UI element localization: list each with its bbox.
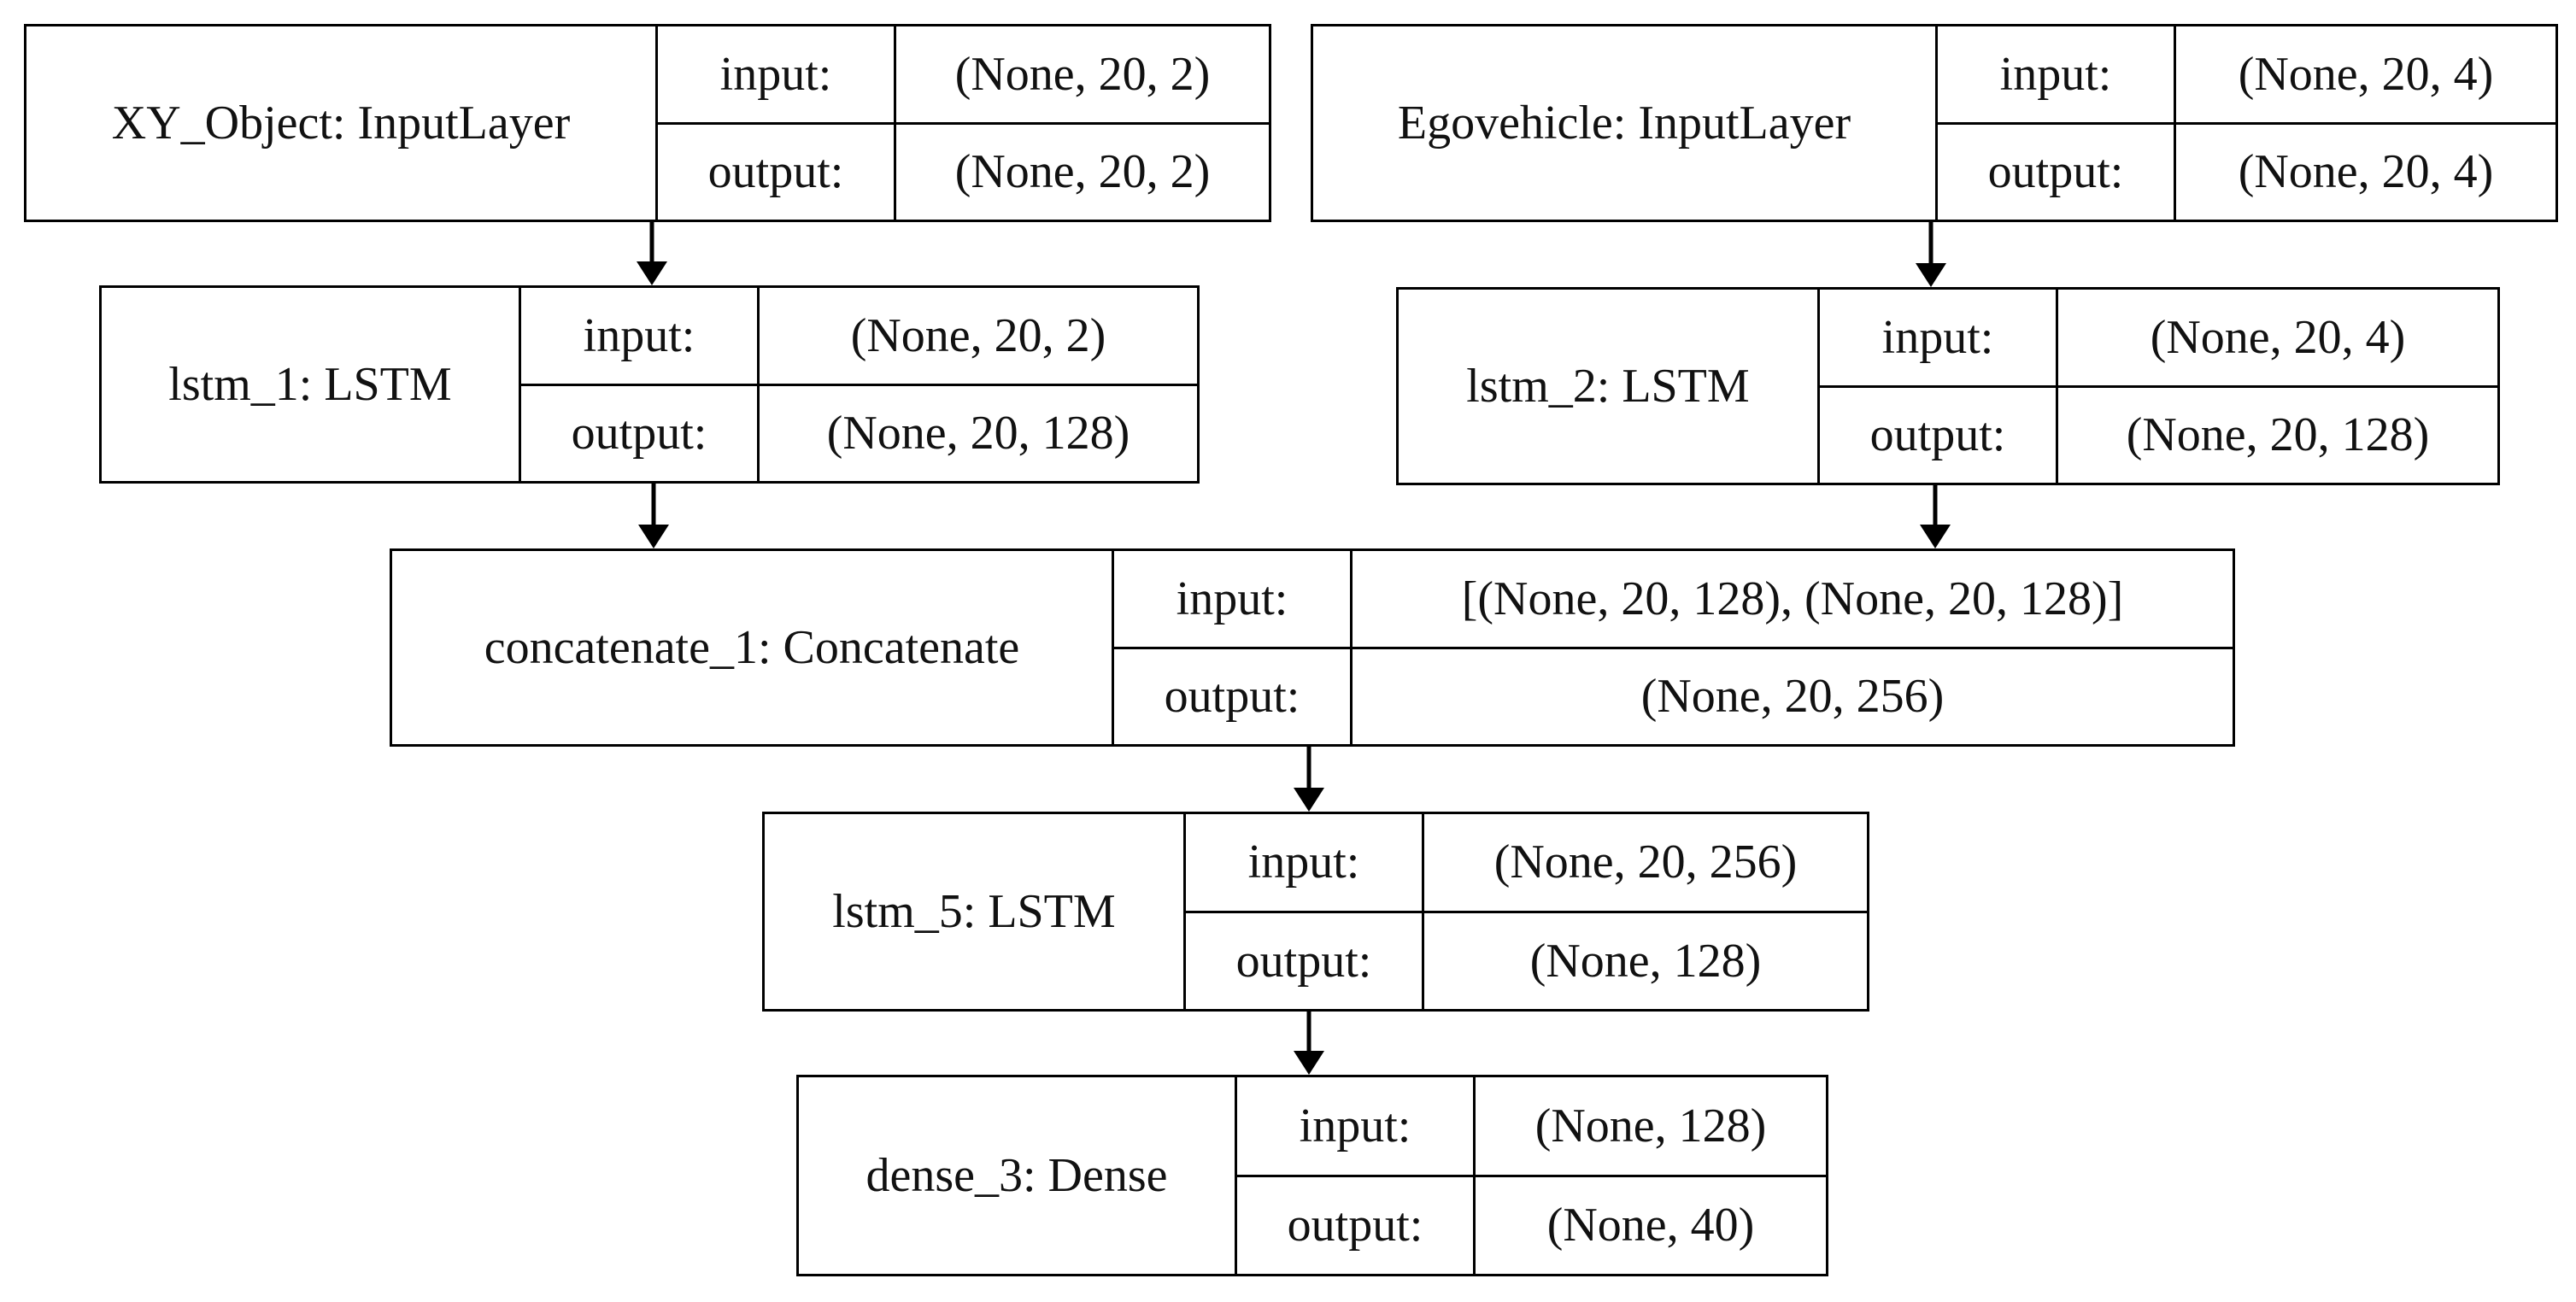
node-xy-object: XY_Object: InputLayer input: (None, 20, …: [24, 24, 1271, 222]
input-key: input:: [1237, 1077, 1476, 1175]
node-lstm-5: lstm_5: LSTM input: (None, 20, 256) outp…: [762, 812, 1869, 1012]
input-shape: (None, 20, 2): [850, 308, 1106, 362]
node-label: lstm_5: LSTM: [765, 814, 1186, 1009]
node-label: Egovehicle: InputLayer: [1313, 26, 1938, 220]
output-key: output:: [1938, 124, 2176, 220]
edge-concatenate-1-to-lstm-5-arrowhead: [1294, 788, 1324, 812]
node-label: concatenate_1: Concatenate: [392, 551, 1114, 744]
output-shape: (None, 20, 128): [826, 407, 1130, 460]
node-egovehicle: Egovehicle: InputLayer input: (None, 20,…: [1311, 24, 2558, 222]
node-label: dense_3: Dense: [799, 1077, 1237, 1274]
node-dense-3: dense_3: Dense input: (None, 128) output…: [796, 1075, 1828, 1276]
input-shape: (None, 20, 4): [2238, 47, 2494, 101]
edge-lstm-2-to-concatenate-1-arrowhead: [1920, 525, 1951, 548]
node-lstm-2: lstm_2: LSTM input: (None, 20, 4) output…: [1396, 287, 2500, 485]
edge-lstm-5-to-dense-3-arrowhead: [1294, 1051, 1324, 1075]
input-shape: (None, 128): [1534, 1099, 1767, 1152]
node-label: lstm_1: LSTM: [102, 288, 521, 481]
output-shape: (None, 20, 256): [1640, 670, 1945, 724]
input-key: input:: [1820, 290, 2058, 385]
output-key: output:: [521, 385, 760, 481]
output-key: output:: [1237, 1176, 1476, 1274]
output-shape: (None, 20, 128): [2126, 408, 2430, 462]
input-shape: (None, 20, 256): [1493, 836, 1798, 889]
input-key: input:: [1186, 814, 1424, 911]
edge-egovehicle-to-lstm-2-arrowhead: [1916, 263, 1946, 287]
input-key: input:: [521, 288, 760, 384]
output-key: output:: [1186, 912, 1424, 1009]
node-label: XY_Object: InputLayer: [26, 26, 658, 220]
input-key: input:: [658, 26, 896, 122]
output-key: output:: [658, 124, 896, 220]
edge-xy-object-to-lstm-1-arrowhead: [637, 261, 667, 285]
output-shape: (None, 128): [1529, 934, 1762, 988]
output-shape: (None, 20, 4): [2238, 145, 2494, 199]
output-key: output:: [1114, 648, 1353, 744]
input-shape: [(None, 20, 128), (None, 20, 128)]: [1461, 572, 2124, 625]
input-shape: (None, 20, 2): [954, 47, 1211, 101]
node-concatenate-1: concatenate_1: Concatenate input: [(None…: [390, 548, 2235, 747]
output-shape: (None, 20, 2): [954, 145, 1211, 199]
input-key: input:: [1938, 26, 2176, 122]
input-shape: (None, 20, 4): [2150, 310, 2406, 364]
edge-lstm-1-to-concatenate-1-arrowhead: [638, 525, 669, 548]
output-key: output:: [1820, 387, 2058, 483]
node-label: lstm_2: LSTM: [1399, 290, 1820, 483]
node-lstm-1: lstm_1: LSTM input: (None, 20, 2) output…: [99, 285, 1200, 484]
output-shape: (None, 40): [1546, 1199, 1755, 1252]
input-key: input:: [1114, 551, 1353, 647]
